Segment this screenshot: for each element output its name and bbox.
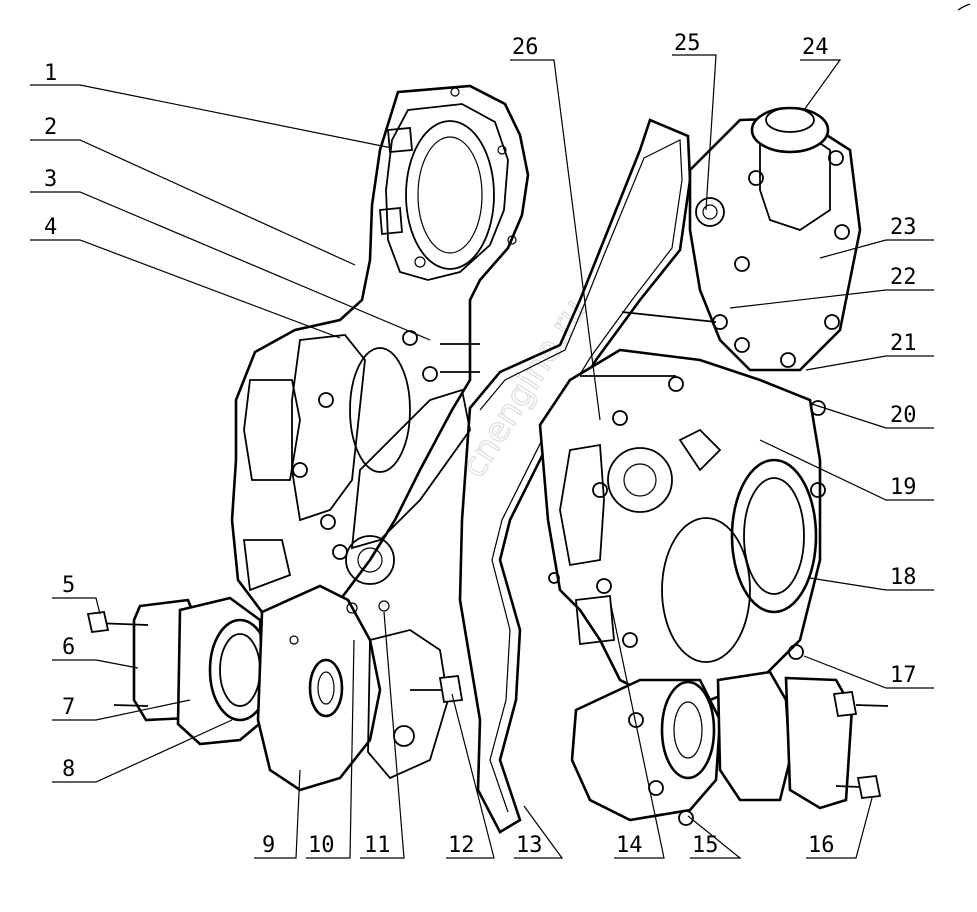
callout-26: 26 [512,35,539,60]
callout-16: 16 [808,833,835,858]
callout-5: 5 [62,573,75,598]
corner-mark [957,3,971,11]
callout-20: 20 [890,403,917,428]
callout-24: 24 [802,35,829,60]
callout-4: 4 [44,215,57,240]
callout-17: 17 [890,663,917,688]
callout-18: 18 [890,565,917,590]
callout-11: 11 [364,833,391,858]
callout-8: 8 [62,757,75,782]
callout-7: 7 [62,695,75,720]
thermostat-housing [688,106,862,372]
callout-10: 10 [308,833,335,858]
oil-pump-assembly [86,584,449,792]
callout-1: 1 [44,61,57,86]
callout-15: 15 [692,833,719,858]
front-cover [538,348,822,702]
gear-housing-plate [230,84,530,627]
callout-19: 19 [890,475,917,500]
callout-14: 14 [616,833,643,858]
callout-12: 12 [448,833,475,858]
cover-bolts [292,311,826,660]
callout-21: 21 [890,331,917,356]
callout-13: 13 [516,833,543,858]
leader-lines [30,54,934,859]
callout-3: 3 [44,167,57,192]
water-pump-cover [570,670,889,826]
callout-23: 23 [890,215,917,240]
callout-6: 6 [62,635,75,660]
callout-25: 25 [674,31,701,56]
bolt-12 [410,675,464,703]
callout-9: 9 [262,833,275,858]
gasket-13 [458,118,692,834]
callout-22: 22 [890,265,917,290]
callout-labels: 1 2 3 4 5 6 7 8 9 10 11 12 13 14 15 16 1… [44,31,917,858]
callout-2: 2 [44,115,57,140]
